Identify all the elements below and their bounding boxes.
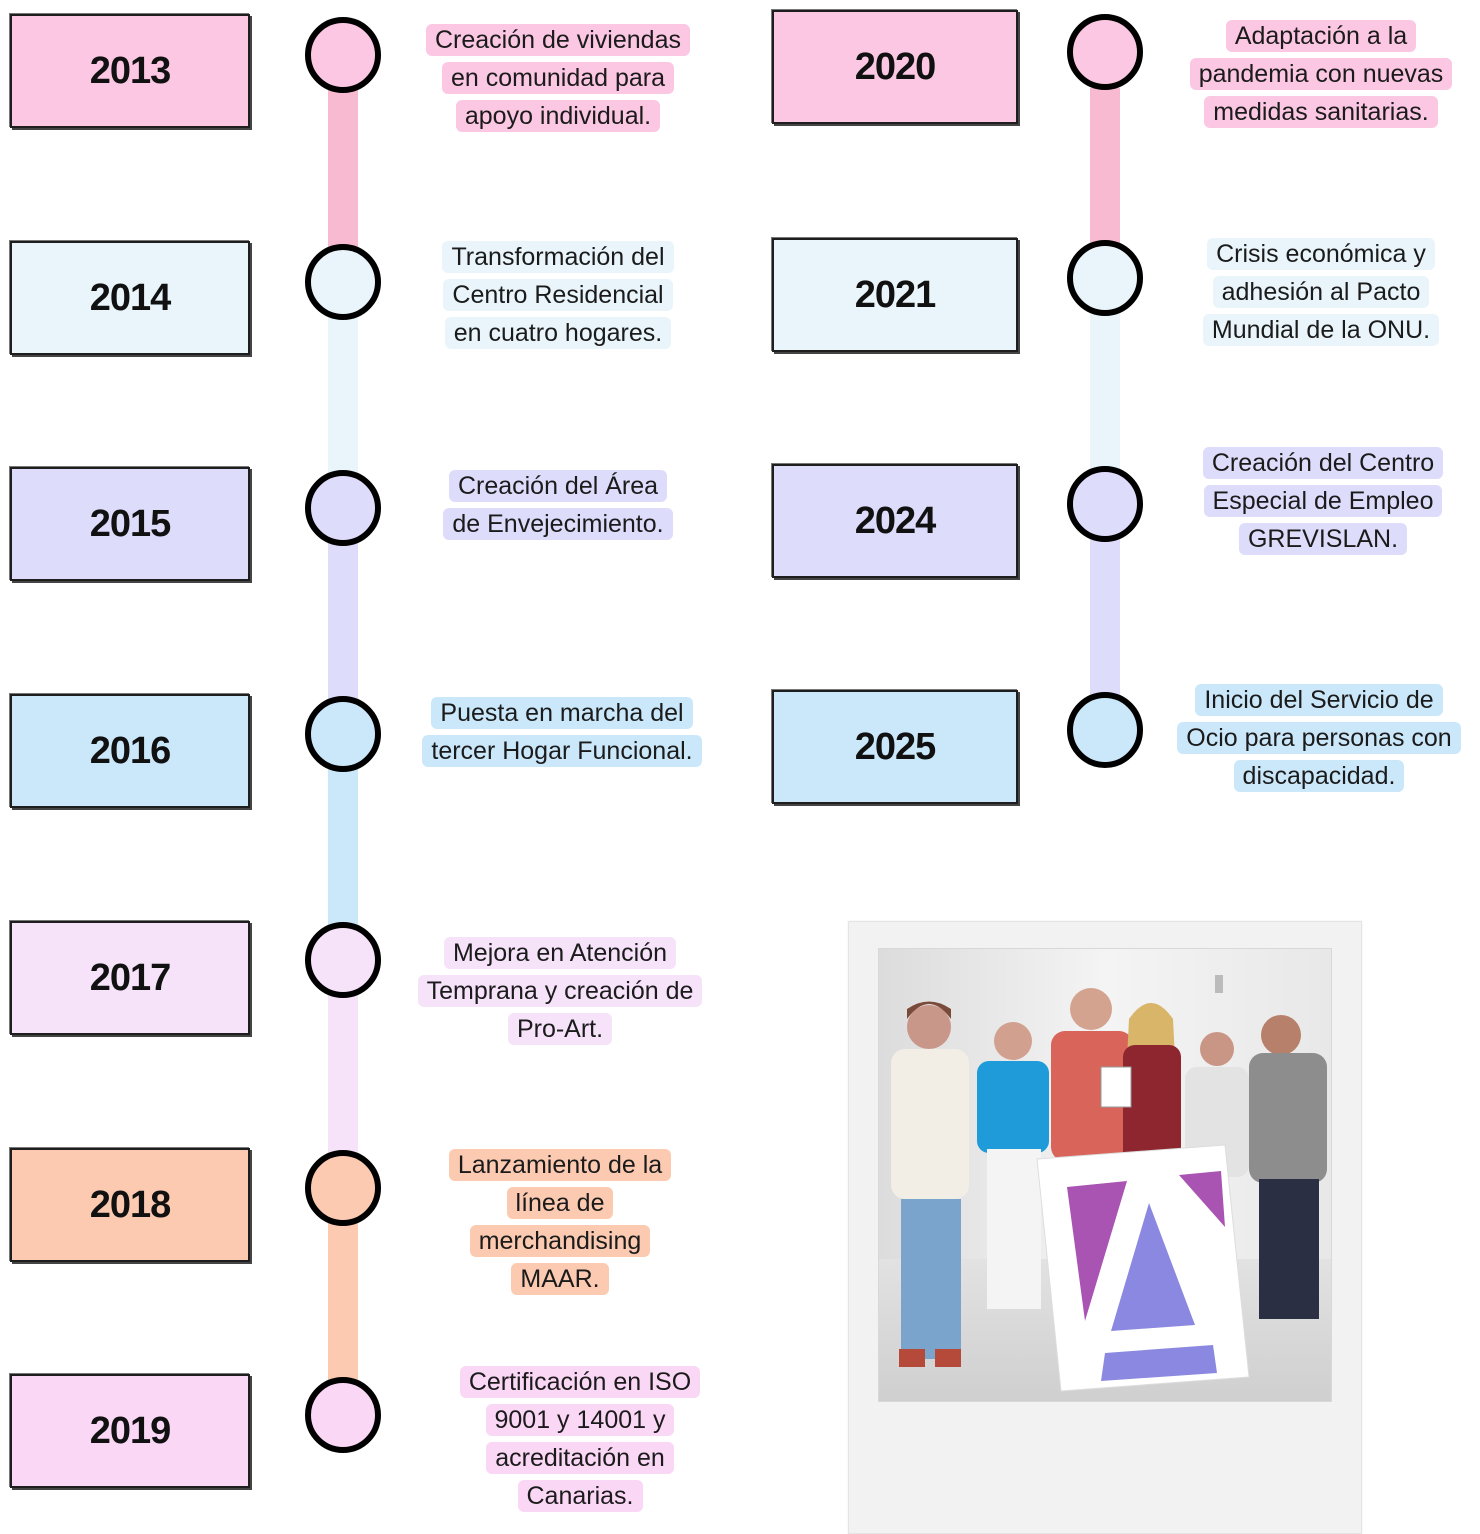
event-description-2024: Creación del Centro Especial de Empleo G… xyxy=(1168,444,1478,558)
group-photo xyxy=(878,948,1332,1402)
timeline-node-2020 xyxy=(1067,14,1143,90)
timeline-node-2013 xyxy=(305,17,381,93)
event-description-2017: Mejora en Atención Temprana y creación d… xyxy=(398,934,722,1048)
year-box-2021: 2021 xyxy=(772,238,1018,352)
event-line: merchandising xyxy=(469,1225,651,1257)
event-description-2019: Certificación en ISO 9001 y 14001 y acre… xyxy=(420,1363,740,1515)
event-description-2014: Transformación del Centro Residencial en… xyxy=(398,238,718,352)
timeline-node-2015 xyxy=(305,470,381,546)
event-line: Puesta en marcha del xyxy=(431,697,693,729)
event-line: MAAR. xyxy=(511,1263,609,1295)
event-description-2016: Puesta en marcha del tercer Hogar Funcio… xyxy=(398,694,726,770)
event-line: Lanzamiento de la xyxy=(448,1149,672,1181)
year-box-2019: 2019 xyxy=(10,1374,250,1488)
event-line: Creación del Área xyxy=(448,470,668,502)
timeline-node-2021 xyxy=(1067,240,1143,316)
event-line: Adaptación a la xyxy=(1225,20,1417,52)
event-line: medidas sanitarias. xyxy=(1204,96,1438,128)
timeline-node-2017 xyxy=(305,922,381,998)
event-line: línea de xyxy=(506,1187,614,1219)
event-line: en comunidad para xyxy=(441,62,675,94)
event-description-2025: Inicio del Servicio de Ocio para persona… xyxy=(1160,681,1478,795)
year-box-2015: 2015 xyxy=(10,467,250,581)
year-box-2020: 2020 xyxy=(772,10,1018,124)
timeline-node-2024 xyxy=(1067,466,1143,542)
event-line: Certificación en ISO xyxy=(459,1366,701,1398)
event-description-2021: Crisis económica y adhesión al Pacto Mun… xyxy=(1168,235,1474,349)
event-description-2018: Lanzamiento de la línea de merchandising… xyxy=(398,1146,722,1298)
event-line: Creación de viviendas xyxy=(426,24,690,56)
event-line: adhesión al Pacto xyxy=(1212,276,1430,308)
timeline-node-2016 xyxy=(305,696,381,772)
year-box-2014: 2014 xyxy=(10,241,250,355)
event-line: Temprana y creación de xyxy=(417,975,703,1007)
event-line: Mejora en Atención xyxy=(443,937,677,969)
event-line: Creación del Centro xyxy=(1202,447,1444,479)
year-box-2024: 2024 xyxy=(772,464,1018,578)
timeline-node-2014 xyxy=(305,244,381,320)
event-line: Mundial de la ONU. xyxy=(1202,314,1440,346)
year-box-2017: 2017 xyxy=(10,921,250,1035)
event-line: acreditación en xyxy=(486,1442,674,1474)
event-line: discapacidad. xyxy=(1233,760,1405,792)
event-line: Pro-Art. xyxy=(507,1013,613,1045)
event-line: Canarias. xyxy=(517,1480,643,1512)
event-line: de Envejecimiento. xyxy=(443,508,673,540)
event-line: 9001 y 14001 y xyxy=(485,1404,675,1436)
event-line: tercer Hogar Funcional. xyxy=(422,735,702,767)
event-line: Crisis económica y xyxy=(1207,238,1435,270)
event-line: apoyo individual. xyxy=(455,100,661,132)
event-line: Especial de Empleo xyxy=(1203,485,1443,517)
event-line: GREVISLAN. xyxy=(1238,523,1408,555)
year-box-2016: 2016 xyxy=(10,694,250,808)
event-description-2013: Creación de viviendas en comunidad para … xyxy=(398,21,718,135)
event-line: Centro Residencial xyxy=(443,279,673,311)
timeline-node-2025 xyxy=(1067,692,1143,768)
year-box-2013: 2013 xyxy=(10,14,250,128)
event-line: pandemia con nuevas xyxy=(1189,58,1453,90)
event-line: Inicio del Servicio de xyxy=(1195,684,1443,716)
event-description-2020: Adaptación a la pandemia con nuevas medi… xyxy=(1168,17,1474,131)
timeline-node-2018 xyxy=(305,1150,381,1226)
timeline-node-2019 xyxy=(305,1377,381,1453)
year-box-2025: 2025 xyxy=(772,690,1018,804)
group-photo-illustration xyxy=(879,949,1331,1401)
event-line: en cuatro hogares. xyxy=(444,317,672,349)
event-line: Ocio para personas con xyxy=(1177,722,1461,754)
event-description-2015: Creación del Área de Envejecimiento. xyxy=(398,467,718,543)
year-box-2018: 2018 xyxy=(10,1148,250,1262)
event-line: Transformación del xyxy=(442,241,674,273)
